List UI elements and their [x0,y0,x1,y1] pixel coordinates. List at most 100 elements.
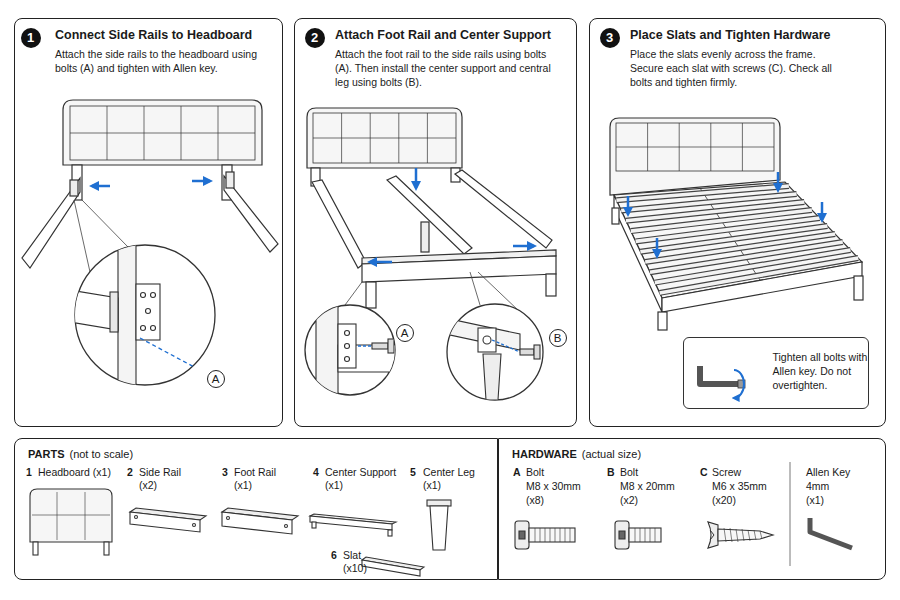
step-panel: Attach Foot Rail and Center SupportAttac… [294,18,577,427]
direction-arrow [513,245,534,248]
section-note: (actual size) [582,448,641,460]
slat-drawing [616,186,858,293]
part-drawing [130,512,200,532]
bolt-icon [519,531,525,539]
allen-key-icon [810,518,852,548]
screw-icon [708,522,773,548]
detail-inset [483,336,491,344]
hardware-size: M8 x 30mm [526,480,581,493]
headboard-drawing [307,108,462,186]
side-rail-drawing [226,172,234,188]
bed-frame-drawing [362,256,556,282]
direction-arrow [92,181,210,186]
tip-box: Tighten all bolts with Allen key. Do not… [683,337,869,409]
step-heading: Attach Foot Rail and Center Support [335,28,551,42]
section-note: (not to scale) [69,448,133,460]
bed-frame-drawing [546,274,556,296]
detail-inset [445,304,543,400]
hardware-size: M8 x 20mm [620,480,675,493]
allen-key-icon [700,366,738,384]
detail-inset [118,240,136,390]
bed-frame-drawing [612,208,619,224]
part-drawing [285,525,288,528]
bed-frame-drawing [658,312,667,330]
hardware-letter: B [607,466,615,479]
detail-inset [358,345,372,346]
quantity: (x1) [806,494,824,507]
detail-inset [151,293,156,298]
screw-icon [724,528,762,542]
screw-icon [708,522,718,548]
detail-inset [146,309,151,314]
part-number: 4 [313,466,319,479]
headboard-drawing [63,100,262,200]
headboard-drawing [616,123,774,171]
part-drawing [135,516,138,519]
direction-arrow [821,202,824,220]
part-drawing [222,512,292,534]
bed-frame-drawing [421,222,429,252]
step-instructions: Place the slats evenly across the frame.… [630,47,845,89]
bed-frame-drawing [612,182,863,330]
step-instructions: Attach the foot rail to the side rails u… [335,47,553,89]
step-panel: Place Slats and Tighten HardwarePlace th… [589,18,886,427]
callout-text: A [401,327,409,339]
part-name: Side Rail (x2) [139,466,189,492]
bed-frame-drawing [455,170,552,248]
step-instructions: Attach the side rails to the headboard u… [55,47,277,75]
detail-inset [141,293,146,298]
bed-frame-drawing [312,170,556,308]
bed-frame-drawing [854,276,863,300]
hardware-name: Bolt [620,466,638,479]
slat-drawing [616,186,858,293]
part-drawing [312,522,316,528]
quantity: (x8) [526,494,544,507]
bolt-icon [615,521,629,549]
hardware-name: Bolt [526,466,544,479]
detail-inset [520,349,534,355]
detail-inset [445,318,540,400]
direction-arrow [192,180,210,183]
part-drawing [310,516,392,530]
callout-letter: A [396,324,414,342]
part-drawing [30,489,112,542]
inset-leader-line [345,282,362,305]
inset-leader-line [470,272,480,305]
part-drawing [32,492,110,540]
bolt-icon [535,528,570,542]
bolt-icon [635,528,655,542]
direction-arrow [627,196,630,214]
part-name: Foot Rail (x1) [234,466,286,492]
headboard-drawing [313,113,456,163]
slat-drawing [621,194,796,211]
hardware-letter: A [513,466,521,479]
quantity: (x20) [712,494,736,507]
step-heading: Connect Side Rails to Headboard [55,28,252,42]
detail-inset [194,366,204,374]
bed-frame-drawing [312,180,366,268]
bed-frame-drawing [387,176,472,254]
screw-icon [718,529,773,541]
detail-inset [345,357,350,362]
detail-inset [316,300,400,400]
part-number: 1 [26,466,32,479]
part-number: 3 [222,466,228,479]
part-drawing [427,500,451,506]
headboard-drawing [616,123,774,171]
allen-key-icon [700,366,745,398]
allen-key-icon [734,370,744,398]
part-drawing [227,517,230,520]
hardware-name: Screw [712,466,741,479]
divider-line [790,462,791,566]
detail-inset [345,331,350,336]
detail-inset [483,354,501,400]
part-drawing [388,530,392,536]
part-drawing [33,542,38,555]
slat-drawing [626,202,804,221]
bolt-icon [629,528,661,542]
slat-drawing [660,258,859,293]
callout-letter: B [549,329,567,347]
bed-frame-drawing [366,282,376,308]
callout-text: B [554,332,562,344]
